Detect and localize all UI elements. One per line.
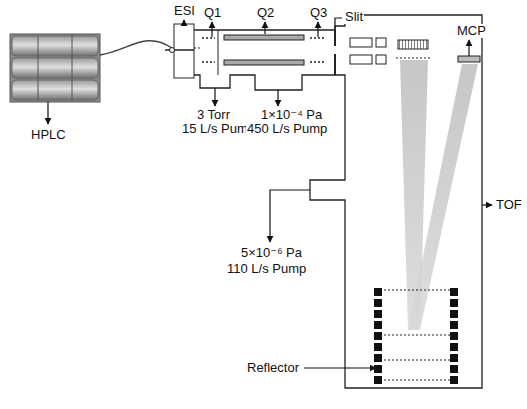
part-label: HPLC [30, 128, 67, 142]
esi-source [174, 24, 194, 78]
mcp-detector [458, 56, 480, 62]
pressure-label: 5×10⁻⁶ Pa [240, 246, 303, 260]
transfer-tube [100, 41, 172, 55]
part-label: Q2 [256, 6, 275, 20]
pressure-label: 3 Torr [196, 108, 231, 122]
vacuum-housing [190, 15, 482, 388]
hplc-module [10, 34, 100, 102]
label-arrow [47, 102, 48, 124]
reflector [374, 288, 458, 384]
pusher [398, 40, 428, 49]
part-label: MCP [456, 24, 487, 38]
part-label: TOF [495, 198, 523, 212]
pump-label: 110 L/s Pump [226, 262, 307, 276]
part-label: Q3 [309, 6, 328, 20]
pump-label: 450 L/s Pump [246, 122, 328, 136]
part-label: Slit [344, 10, 364, 24]
pressure-label: 1×10⁻⁴ Pa [260, 108, 323, 122]
part-label: Reflector [246, 361, 300, 375]
pump-label: 15 L/s Pump [181, 122, 256, 136]
part-label: ESI [173, 4, 196, 18]
part-label: Q1 [203, 6, 222, 20]
